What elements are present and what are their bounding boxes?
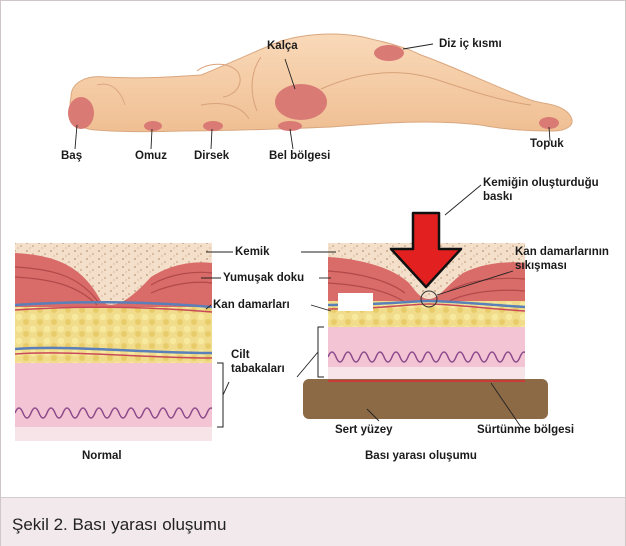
friction-zone-label: Sürtünme bölgesi <box>477 423 574 437</box>
skin-layers-label: Cilt tabakaları <box>231 348 291 376</box>
hip-label: Kalça <box>267 39 298 53</box>
skin-layers-bracket <box>217 363 223 427</box>
bone-pressure-label: Kemiğin oluşturduğu baskı <box>483 176 613 204</box>
lower-back-label: Bel bölgesi <box>269 149 330 163</box>
normal-label: Normal <box>82 449 122 463</box>
bone-label: Kemik <box>235 245 270 259</box>
knee-pressure-area <box>374 45 404 61</box>
normal-cross-section <box>15 243 215 441</box>
shoulder-pressure-area <box>144 121 162 131</box>
vessel-compression-label: Kan damarlarının sıkışması <box>515 245 625 273</box>
soft-tissue-label: Yumuşak doku <box>223 271 304 285</box>
ulcer-formation-label: Bası yarası oluşumu <box>365 449 477 463</box>
inner-knee-label: Diz iç kısmı <box>439 37 502 51</box>
hard-surface-label: Sert yüzey <box>335 423 393 437</box>
label-mask <box>338 293 373 311</box>
skin-layers-bracket-right <box>318 327 324 377</box>
blood-vessels-label: Kan damarları <box>213 298 290 312</box>
shoulder-label: Omuz <box>135 149 167 163</box>
figure-caption: Şekil 2. Bası yarası oluşumu <box>12 515 226 535</box>
hip-pressure-area <box>275 84 327 120</box>
elbow-pressure-area <box>203 121 223 131</box>
caption-bar: Şekil 2. Bası yarası oluşumu <box>1 497 625 546</box>
elbow-label: Dirsek <box>194 149 229 163</box>
head-label: Baş <box>61 149 82 163</box>
head-pressure-area <box>68 97 94 129</box>
heel-label: Topuk <box>530 137 564 151</box>
